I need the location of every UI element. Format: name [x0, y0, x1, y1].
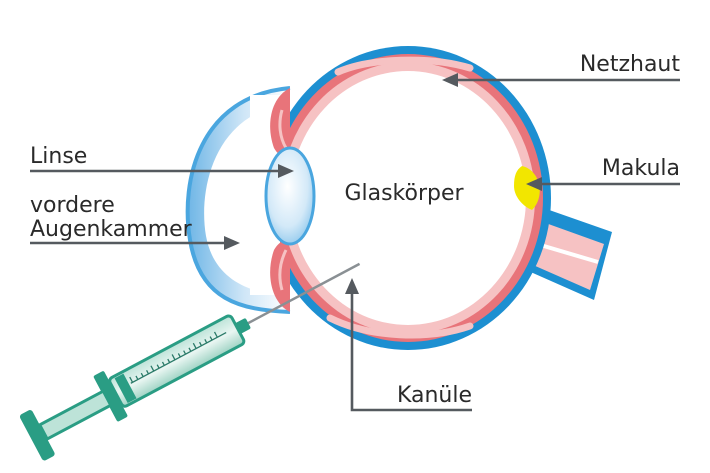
needle [245, 262, 361, 326]
macula [514, 166, 540, 210]
syringe-barrel [108, 314, 246, 408]
label-augenkammer: Augenkammer [30, 217, 193, 242]
plunger-thumb [19, 410, 55, 461]
vitreous-body [290, 71, 526, 325]
cornea [185, 86, 291, 314]
label-makula: Makula [602, 156, 680, 181]
label-glaskoerper: Glaskörper [344, 181, 464, 206]
label-netzhaut: Netzhaut [580, 52, 681, 77]
label-vordere: vordere [30, 193, 115, 218]
ciliary-body [270, 88, 290, 312]
eyeball [265, 46, 551, 350]
label-kanuele: Kanüle [397, 383, 472, 408]
syringe-flange [93, 371, 128, 422]
plunger-rod [37, 389, 113, 442]
syringe [19, 262, 361, 461]
lens [264, 146, 316, 246]
leader-lines [30, 73, 680, 412]
label-linse: Linse [30, 144, 87, 169]
